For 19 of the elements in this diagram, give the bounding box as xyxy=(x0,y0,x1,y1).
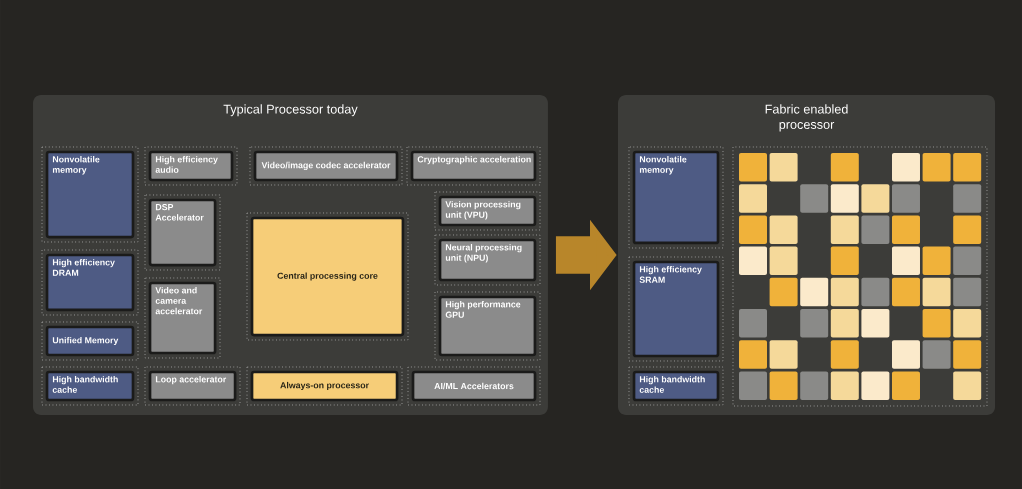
accelerator-block: Vision processing unit (VPU) xyxy=(434,191,541,231)
memory-block: High efficiency SRAM xyxy=(628,256,724,362)
accelerator-block: High efficiency audio xyxy=(144,146,238,186)
accelerator-block: Cryptographic acceleration xyxy=(406,146,541,186)
accelerator-block: High performance GPU xyxy=(434,291,541,361)
memory-block: High bandwidth cache xyxy=(41,366,139,406)
processor-core-block: Central processing core xyxy=(246,212,409,341)
accelerator-block: Video and camera accelerator xyxy=(144,277,221,359)
memory-block: Nonvolatile memory xyxy=(41,146,139,243)
accelerator-block: DSP Accelerator xyxy=(144,194,221,271)
memory-block: Unified Memory xyxy=(41,321,139,361)
accelerator-block: AI/ML Accelerators xyxy=(407,366,541,406)
accelerator-block: Video/image codec accelerator xyxy=(249,146,403,186)
memory-block: High efficiency DRAM xyxy=(41,249,139,316)
accelerator-block: Loop accelerator xyxy=(144,366,241,406)
memory-block: Nonvolatile memory xyxy=(628,146,724,249)
processor-core-block: Always-on processor xyxy=(246,366,403,406)
memory-block: High bandwidth cache xyxy=(628,366,724,406)
accelerator-block: Neural processing unit (NPU) xyxy=(434,234,541,286)
